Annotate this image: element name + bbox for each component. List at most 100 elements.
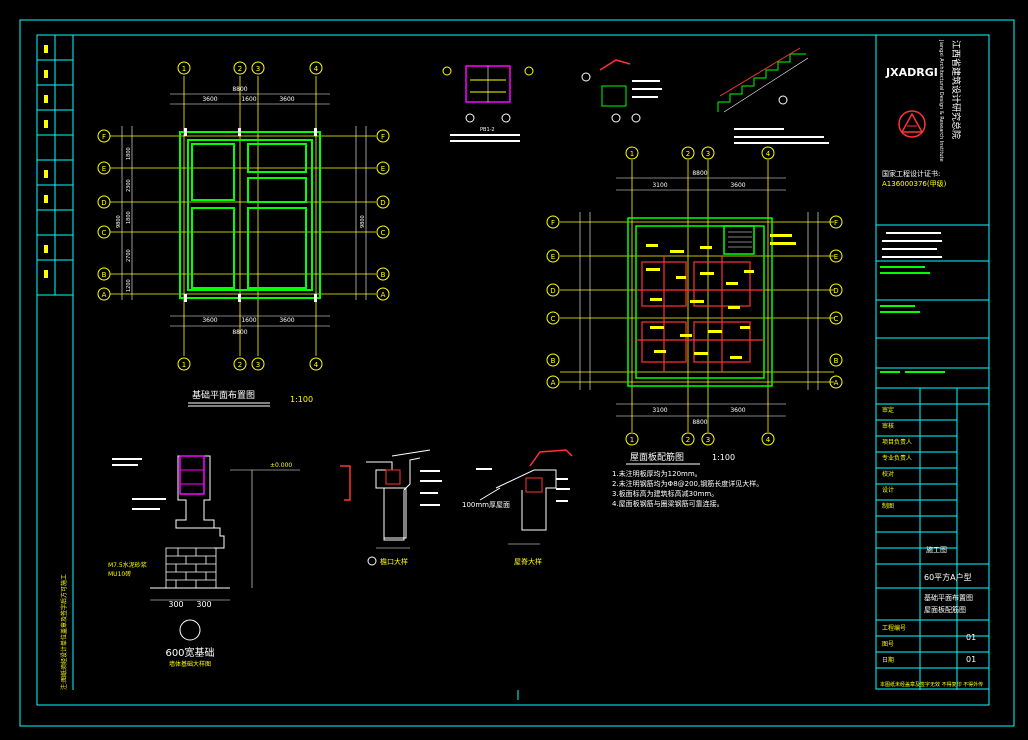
left-binding-strip: 注:图纸须经设计单位盖章及签字后方可施工 [36,34,74,690]
svg-text:4: 4 [314,361,319,369]
dim-text: 1200 [126,279,132,292]
company-logo-icon [898,110,926,138]
axis-bubbles-left: F E D C B A [97,129,111,301]
svg-text:B: B [551,357,556,365]
svg-text:E: E [551,253,555,261]
foundation-plan: 8800 3600 1600 3600 8800 3600 1600 3600 … [97,61,390,407]
stair-section-detail: PB1-2 [442,65,534,142]
roof-axis-bubbles-top: 1 2 3 4 [625,146,775,160]
row-label: 项目负责人 [882,438,912,446]
roof-slab-plan: 8800 3100 3600 3100 3600 8800 1 2 3 4 1 … [546,146,843,508]
svg-text:1: 1 [182,361,186,369]
svg-text:3: 3 [256,361,260,369]
title-block: JXADRGI 江西省建筑设计研究总院 Jiangxi Architectura… [875,34,990,690]
sheet-number-1: 01 [966,633,976,642]
svg-text:F: F [834,219,838,227]
dim-text: 3600 [202,96,217,103]
note-line: 1.未注明板厚均为120mm。 [612,469,702,478]
dim-text: 1600 [241,317,256,324]
foundation-plan-scale: 1:100 [290,395,313,404]
svg-text:4: 4 [766,150,771,158]
dim-text: 300 [196,600,211,609]
project-name: 60平方A户型 [924,572,972,582]
row-label: 制图 [882,502,894,510]
cert-number: A136000376(甲级) [882,179,947,188]
svg-text:3: 3 [706,150,710,158]
dim-text: 3600 [279,96,294,103]
svg-text:C: C [381,229,386,237]
svg-text:1: 1 [630,436,634,444]
row-label: 工程编号 [882,624,906,632]
dim-text: 3600 [730,182,745,189]
axis-bubbles-top: 1 2 3 4 [177,61,323,75]
row-label: 校对 [882,470,894,478]
svg-text:B: B [102,271,107,279]
axis-bubbles-bottom: 1 2 3 4 [177,357,323,371]
svg-text:E: E [834,253,838,261]
dim-text: 1600 [241,96,256,103]
dim-text: 3100 [652,182,667,189]
cert-label: 国家工程设计证书: [882,169,940,178]
svg-text:3: 3 [256,65,260,73]
svg-text:2: 2 [686,150,690,158]
bottom-note: 本图纸未经盖章及签字无效 不得复印 不得外传 [880,681,983,688]
note-line: 2.未注明钢筋均为Φ8@200,钢筋长度详见大样。 [612,479,763,488]
dim-total-right: 9800 [360,215,366,228]
company-name-en: Jiangxi Architectural Design & Research … [938,39,944,162]
svg-text:E: E [381,165,385,173]
dim-total-left: 9800 [116,215,122,228]
dim-total-bottom: 8800 [692,419,707,426]
dim-text: 1800 [126,211,132,224]
svg-text:2: 2 [238,361,242,369]
svg-text:2: 2 [238,65,242,73]
svg-text:C: C [834,315,839,323]
svg-text:1: 1 [182,65,186,73]
row-label: 专业负责人 [882,454,912,462]
stair-section-label: PB1-2 [480,127,495,133]
svg-text:C: C [551,315,556,323]
svg-text:D: D [380,199,385,207]
svg-text:1: 1 [630,150,634,158]
eave-details: 檐口大样 100mm厚屋面 屋脊大样 [340,449,573,566]
design-stage: 施工图 [926,545,947,554]
svg-text:B: B [381,271,386,279]
note-line: 3.板面标高为建筑标高减30mm。 [612,489,718,498]
foundation-detail: 300 300 M7.5水泥砂浆 MU10砖 ±0.000 600宽基础 墙体基… [108,455,300,668]
svg-text:D: D [550,287,555,295]
row-label: 图号 [882,641,894,648]
svg-text:A: A [381,291,386,299]
dim-text: 300 [168,600,183,609]
svg-text:F: F [102,133,106,141]
roof-plan-notes: 1.未注明板厚均为120mm。 2.未注明钢筋均为Φ8@200,钢筋长度详见大样… [612,469,763,508]
callout: MU10砖 [108,570,131,578]
signature-row-labels: 审定 审核 项目负责人 专业负责人 校对 设计 制图 工程编号 图号 日期 [882,406,912,664]
dim-text: 3600 [279,317,294,324]
company-name-cn: 江西省建筑设计研究总院 [950,40,962,139]
svg-text:D: D [101,199,106,207]
svg-text:4: 4 [314,65,319,73]
signature-table [876,388,989,690]
roof-plan-title: 屋面板配筋图 [630,451,684,463]
row-label: 审核 [882,422,894,430]
callout: ±0.000 [270,462,292,469]
row-label: 设计 [882,486,894,494]
foundation-detail-title: 600宽基础 [165,646,214,659]
dim-text: 2300 [126,179,132,192]
svg-text:A: A [834,379,839,387]
roof-axis-bubbles-left: F E D C B A [546,215,560,389]
stair-elevation-detail [717,47,829,144]
row-label: 审定 [882,406,894,414]
svg-text:2: 2 [686,436,690,444]
svg-text:F: F [381,133,385,141]
eave-detail-2-title: 屋脊大样 [514,557,542,566]
svg-text:E: E [102,165,106,173]
company-logo-text: JXADRGI [885,66,938,79]
svg-text:B: B [834,357,839,365]
dim-text: 3600 [202,317,217,324]
dim-text: 2700 [126,249,132,262]
row-label: 日期 [882,656,894,664]
foundation-detail-subtitle: 墙体基础大样图 [169,660,211,668]
svg-text:A: A [102,291,107,299]
svg-text:D: D [833,287,838,295]
